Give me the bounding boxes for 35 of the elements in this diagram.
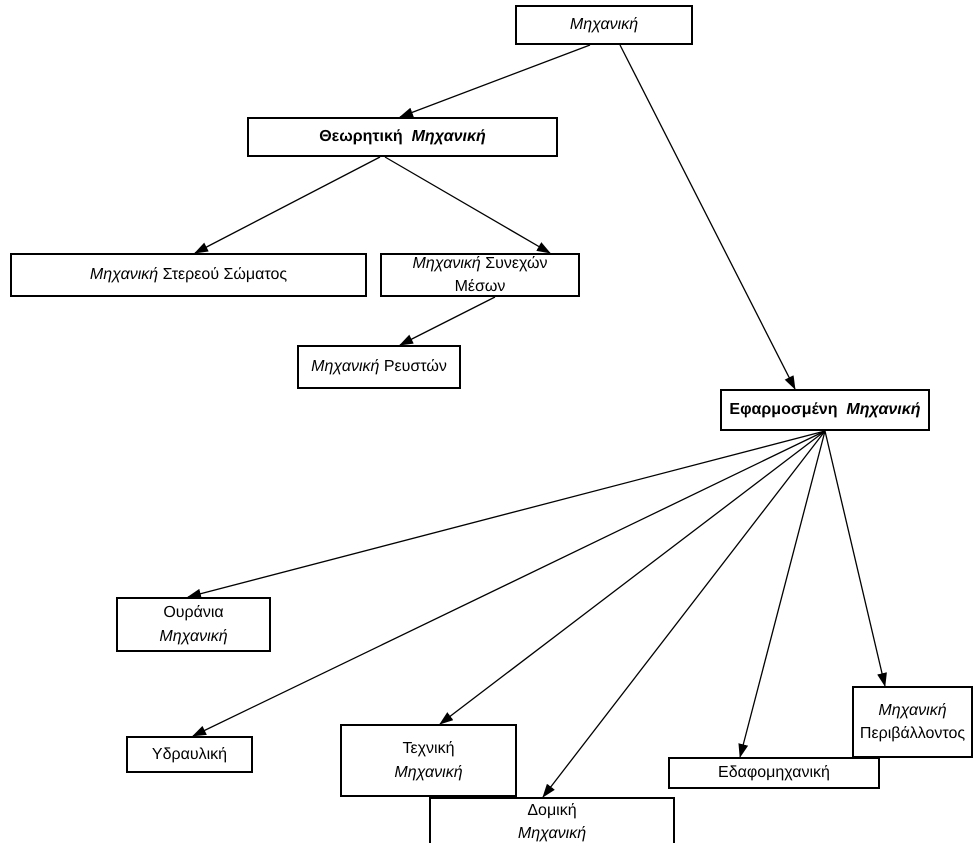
arrow [439, 430, 826, 725]
node-label: Υδραυλική [152, 744, 228, 765]
node-label: Μηχανική [570, 15, 638, 36]
process-box [429, 797, 675, 843]
arrow [824, 430, 887, 687]
node-label: Εφαρμοσμένη Μηχανική [729, 400, 921, 420]
node-label: Μηχανική Στερεού Σώματος [90, 265, 288, 286]
node-label: Δομική Μηχανική [516, 800, 588, 843]
arrow [542, 430, 826, 798]
node-label: Τεχνική Μηχανική [393, 739, 464, 782]
node-label: Μηχανική Συνεχών Μέσων [412, 254, 548, 297]
arrow [384, 156, 551, 254]
process-box [380, 253, 580, 297]
arrow [619, 44, 796, 390]
process-box [297, 345, 461, 389]
arrow [187, 430, 826, 599]
arrow [399, 296, 496, 346]
process-box [852, 686, 973, 758]
arrow [399, 44, 590, 118]
process-box [515, 5, 693, 45]
process-box [668, 757, 880, 789]
node-label: Εδαφομηχανική [718, 763, 830, 784]
node-label: Μηχανική Περιβάλλοντος [858, 700, 966, 744]
node-label: Θεωρητική Μηχανική [319, 127, 486, 148]
node-label: Μηχανική Ρευστών [311, 357, 447, 378]
process-box [116, 597, 271, 652]
process-box [720, 389, 930, 431]
process-box [340, 724, 517, 797]
arrow [738, 430, 826, 758]
process-box [10, 253, 367, 297]
node-label: Ουράνια Μηχανική [158, 603, 229, 646]
process-box [247, 117, 558, 157]
arrow [192, 430, 826, 737]
arrow [194, 156, 380, 254]
process-box [126, 736, 253, 773]
